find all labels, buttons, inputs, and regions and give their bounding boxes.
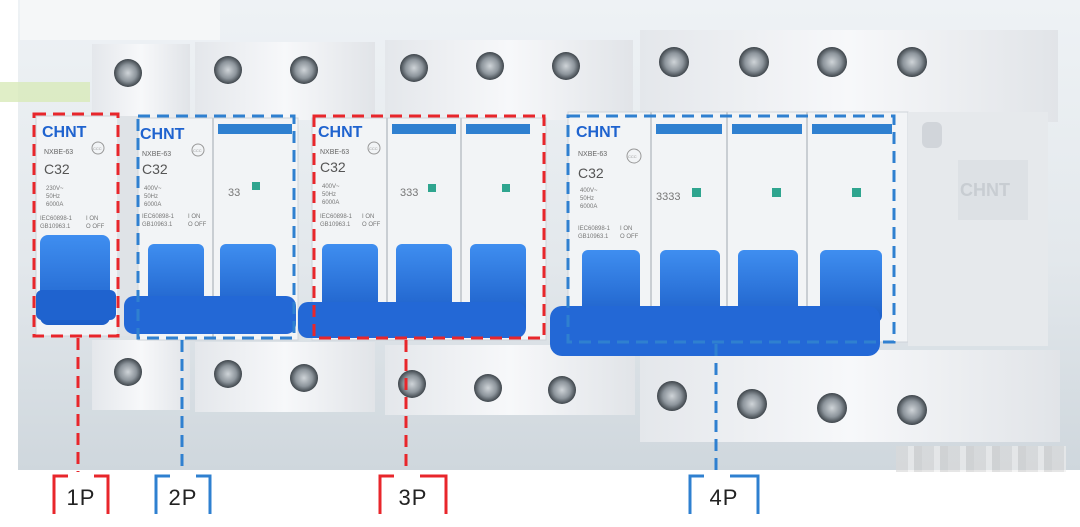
- embossed-brand-text: CHNT: [960, 180, 1010, 200]
- brand-text: CHNT: [42, 124, 87, 141]
- standard-text: GB10963.1: [142, 222, 173, 228]
- standard-text: IEC60898-1: [320, 214, 353, 220]
- frequency-text: 50Hz: [144, 194, 158, 200]
- ccc-mark-text: CCC: [193, 148, 202, 153]
- rating-text: C32: [320, 159, 346, 175]
- screw-icon: [290, 364, 318, 392]
- screw-icon: [290, 56, 318, 84]
- ccc-mark-text: CCC: [369, 146, 378, 151]
- watermark: [896, 446, 1066, 472]
- capacity-text: 6000A: [144, 202, 161, 208]
- capacity-text: 6000A: [46, 202, 63, 208]
- screw-icon: [114, 358, 142, 386]
- label-frame-4p: [688, 474, 760, 514]
- screw-icon: [659, 47, 689, 77]
- frequency-text: 50Hz: [46, 194, 60, 200]
- toggle-handle: [470, 244, 526, 318]
- label-frame-2p: [154, 474, 212, 514]
- toggle-handle: [582, 250, 640, 322]
- screw-icon: [214, 56, 242, 84]
- ccc-mark-text: CCC: [628, 154, 637, 159]
- off-state-text: O OFF: [86, 224, 105, 230]
- model-text: NXBE-63: [142, 151, 171, 158]
- toggle-handle: [820, 250, 882, 322]
- pole-label-2p: 2P: [168, 485, 198, 510]
- pole-label-3p: 3P: [398, 485, 428, 510]
- pole-label-1p: 1P: [66, 485, 96, 510]
- toggle-handle: [322, 244, 378, 318]
- toggle-handle: [660, 250, 720, 322]
- frequency-text: 50Hz: [322, 192, 336, 198]
- voltage-text: 400V~: [322, 184, 340, 190]
- frequency-text: 50Hz: [580, 196, 594, 202]
- on-state-text: I ON: [362, 214, 374, 220]
- screw-icon: [114, 59, 142, 87]
- ccc-mark-icon: [626, 148, 642, 164]
- off-state-text: O OFF: [620, 234, 639, 240]
- screw-icon: [739, 47, 769, 77]
- model-text: NXBE-63: [578, 151, 607, 158]
- label-frame-3p: [378, 474, 448, 514]
- capacity-text: 6000A: [580, 204, 597, 210]
- off-state-text: O OFF: [188, 222, 207, 228]
- screw-icon: [737, 389, 767, 419]
- highlight-box-3p: [312, 114, 546, 340]
- toggle-handle: [738, 250, 798, 322]
- off-state-text: O OFF: [362, 222, 381, 228]
- rating-text: C32: [44, 161, 70, 177]
- standard-text: GB10963.1: [40, 224, 71, 230]
- screw-icon: [476, 52, 504, 80]
- highlight-box-2p: [136, 114, 296, 340]
- breaker-2p: 33: [124, 42, 375, 412]
- ccc-mark-icon: [191, 143, 205, 157]
- standard-text: IEC60898-1: [578, 226, 611, 232]
- screw-icon: [897, 395, 927, 425]
- highlight-box-4p: [566, 114, 896, 344]
- rating-text: C32: [578, 165, 604, 181]
- screw-icon: [474, 374, 502, 402]
- voltage-text: 400V~: [144, 186, 162, 192]
- highlight-box-1p: [32, 112, 120, 338]
- standard-text: IEC60898-1: [142, 214, 175, 220]
- screw-icon: [657, 381, 687, 411]
- brand-text: CHNT: [318, 124, 363, 141]
- svg-text:333: 333: [400, 187, 418, 199]
- on-state-text: I ON: [86, 216, 98, 222]
- pole-label-4p: 4P: [709, 485, 739, 510]
- screw-icon: [817, 47, 847, 77]
- screw-icon: [897, 47, 927, 77]
- screw-icon: [398, 370, 426, 398]
- capacity-text: 6000A: [322, 200, 339, 206]
- screw-icon: [214, 360, 242, 388]
- toggle-handle: [396, 244, 452, 318]
- rating-text: C32: [142, 161, 168, 177]
- svg-text:3333: 3333: [656, 191, 680, 203]
- on-state-text: I ON: [620, 226, 632, 232]
- brand-text: CHNT: [576, 124, 621, 141]
- ccc-mark-icon: [91, 141, 105, 155]
- screw-icon: [400, 54, 428, 82]
- standard-text: GB10963.1: [320, 222, 351, 228]
- screw-icon: [552, 52, 580, 80]
- model-text: NXBE-63: [320, 149, 349, 156]
- model-text: NXBE-63: [44, 149, 73, 156]
- voltage-text: 230V~: [46, 186, 64, 192]
- on-state-text: I ON: [188, 214, 200, 220]
- ccc-mark-text: CCC: [93, 146, 102, 151]
- breaker-3p: 333: [298, 40, 635, 415]
- svg-text:33: 33: [228, 187, 240, 199]
- voltage-text: 400V~: [580, 188, 598, 194]
- breaker-1p: [35, 44, 190, 410]
- screw-icon: [548, 376, 576, 404]
- brand-text: CHNT: [140, 126, 185, 143]
- label-frame-1p: [52, 474, 110, 514]
- screw-icon: [817, 393, 847, 423]
- standard-text: GB10963.1: [578, 234, 609, 240]
- standard-text: IEC60898-1: [40, 216, 73, 222]
- ccc-mark-icon: [367, 141, 381, 155]
